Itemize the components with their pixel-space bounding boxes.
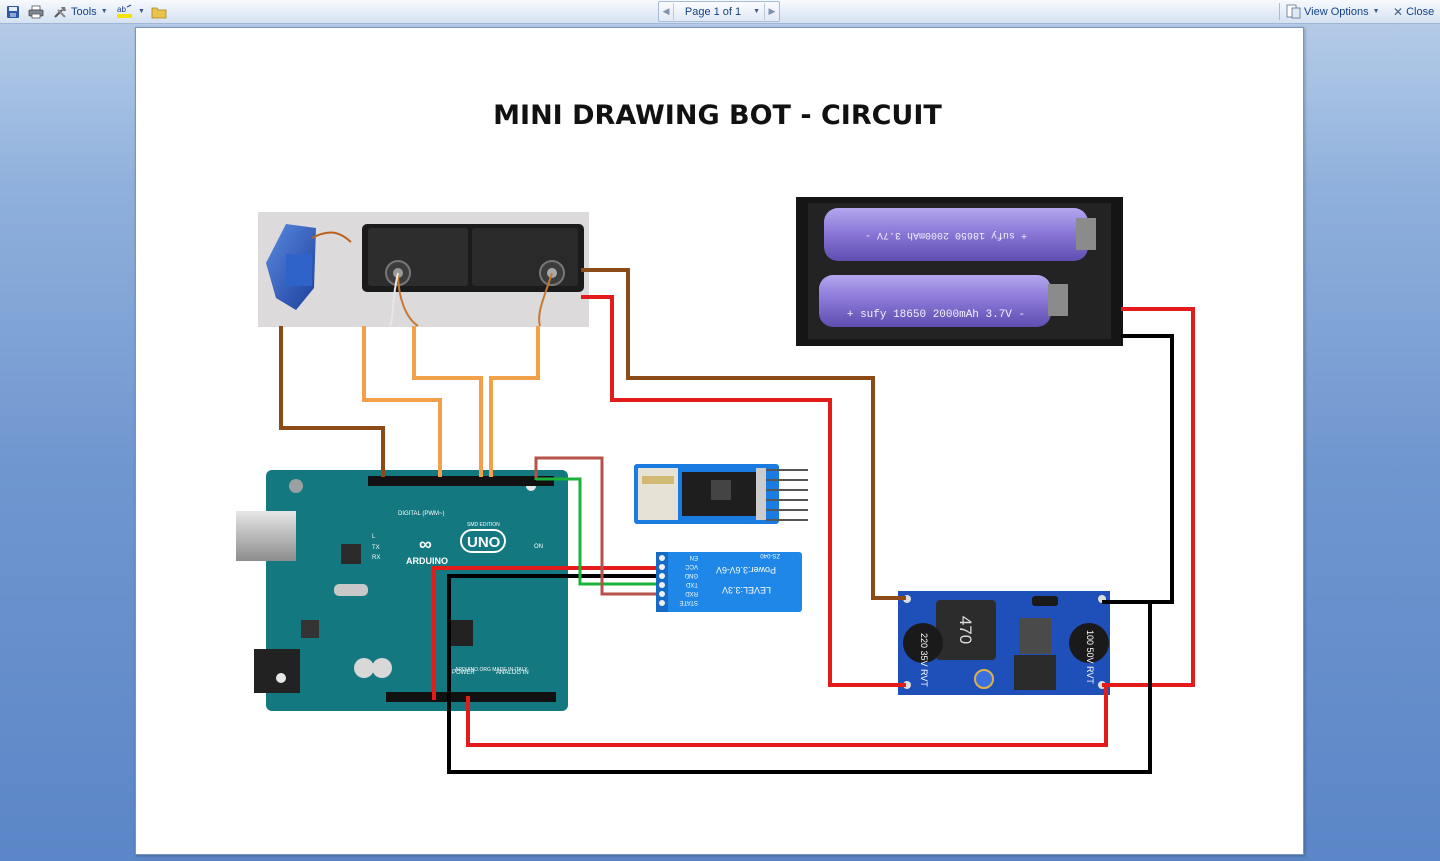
wire-brown-rx (534, 456, 656, 596)
toolbar: Tools ▼ ab ▼ ◀ Page 1 of 1 ▼ ▶ View Opti… (0, 0, 1440, 24)
print-icon (28, 5, 44, 18)
close-label: Close (1406, 5, 1435, 18)
view-options-icon (1286, 4, 1301, 19)
close-icon: ✕ (1393, 4, 1404, 19)
previous-page-icon[interactable]: ◀ (662, 6, 670, 16)
page-indicator[interactable]: Page 1 of 1 (684, 5, 742, 18)
wire-black-ground (447, 574, 1152, 774)
servo-assembly (258, 212, 589, 327)
chevron-down-icon[interactable]: ▼ (753, 8, 760, 15)
wire-brown-servo1 (279, 326, 385, 477)
folder-icon (151, 7, 167, 18)
close-button[interactable]: ✕ Close (1389, 2, 1438, 21)
cap-left-label: 220 35V RVT (919, 633, 929, 687)
arduino-uno-board: ∞ ARDUINO UNO SMD EDITION DIGITAL (PWM~)… (236, 470, 568, 711)
chevron-down-icon: ▼ (138, 8, 145, 15)
on-led-label: ON (534, 544, 543, 550)
bt-pin-state: STATE (680, 599, 698, 605)
wire-black-battery (1102, 334, 1174, 604)
bt-power-label: Power:3.6V-6V (716, 565, 776, 575)
chevron-down-icon: ▼ (1372, 8, 1380, 15)
wire-orange-2 (412, 326, 483, 477)
tools-menu-button[interactable]: Tools ▼ (49, 2, 112, 21)
page-title: MINI DRAWING BOT - CIRCUIT (493, 100, 942, 131)
bt-pin-gnd: GND (684, 572, 698, 578)
bt-pin-txd: TXD (685, 581, 698, 587)
chevron-down-icon: ▼ (100, 8, 108, 15)
bt-pin-vcc: VCC (685, 563, 698, 569)
battery-cell-bottom-label: + sufy 18650 2000mAh 3.7V - (847, 309, 1025, 321)
tools-icon (54, 6, 66, 18)
wire-red-vin (466, 685, 1108, 747)
wire-green-tx (534, 477, 656, 586)
digital-pwm-label: DIGITAL (PWM~) (398, 511, 445, 517)
wire-red-bt-vcc (432, 566, 656, 700)
print-button[interactable] (24, 2, 48, 21)
wire-orange-3 (489, 326, 540, 477)
arduino-model-label: UNO (467, 534, 501, 551)
bluetooth-module-bottom: EN VCC GND TXD RXD STATE Power:3.6V-6V L… (656, 552, 802, 612)
l-led-label: L (372, 534, 376, 540)
save-button[interactable] (2, 2, 24, 21)
view-options-label: View Options (1304, 5, 1369, 18)
svg-text:ab: ab (117, 5, 126, 14)
power-section-label: POWER (452, 670, 475, 676)
highlight-icon: ab (117, 4, 132, 18)
bt-level-label: LEVEL:3.3V (722, 585, 771, 595)
document-page: MINI DRAWING BOT - CIRCUIT (135, 27, 1304, 855)
page-navigator: ◀ Page 1 of 1 ▼ ▶ (658, 1, 780, 22)
arduino-edition-label: SMD EDITION (467, 522, 500, 528)
inductor-label: 470 (956, 616, 975, 644)
arduino-brand-label: ARDUINO (406, 556, 448, 566)
wire-red-battery (1102, 307, 1195, 687)
bluetooth-module-top (634, 464, 808, 524)
wire-brown-converter (581, 268, 906, 600)
bt-model-label: ZS-040 (760, 552, 780, 558)
next-page-icon[interactable]: ▶ (768, 6, 776, 16)
infinity-logo-icon: ∞ (419, 534, 432, 554)
battery-pack: + sufy 18650 2000mAh 3.7V - + sufy 18650… (796, 197, 1123, 346)
cap-right-label: 100 50V RVT (1085, 630, 1095, 684)
view-options-button[interactable]: View Options ▼ (1282, 2, 1384, 21)
analog-in-label: ANALOG IN (496, 670, 529, 676)
circuit-diagram: + sufy 18650 2000mAh 3.7V - + sufy 18650… (236, 197, 1195, 774)
wires (279, 268, 1195, 774)
tools-label: Tools (71, 5, 97, 18)
tx-led-label: TX (372, 545, 380, 551)
bt-pin-en: EN (690, 554, 698, 560)
wire-orange-1 (362, 326, 442, 477)
wire-red-servo-power (581, 295, 906, 687)
battery-cell-top-label: + sufy 18650 2000mAh 3.7V - (865, 229, 1027, 241)
dc-dc-converter: 470 220 35V RVT 100 50V RVT (898, 591, 1110, 695)
highlight-button[interactable]: ab ▼ (112, 2, 149, 21)
bt-pin-rxd: RXD (685, 590, 698, 596)
save-icon (7, 5, 19, 18)
open-folder-button[interactable] (147, 2, 171, 21)
rx-led-label: RX (372, 555, 380, 561)
made-in-label: ARDUINO.ORG MADE IN ITALY (455, 667, 528, 673)
